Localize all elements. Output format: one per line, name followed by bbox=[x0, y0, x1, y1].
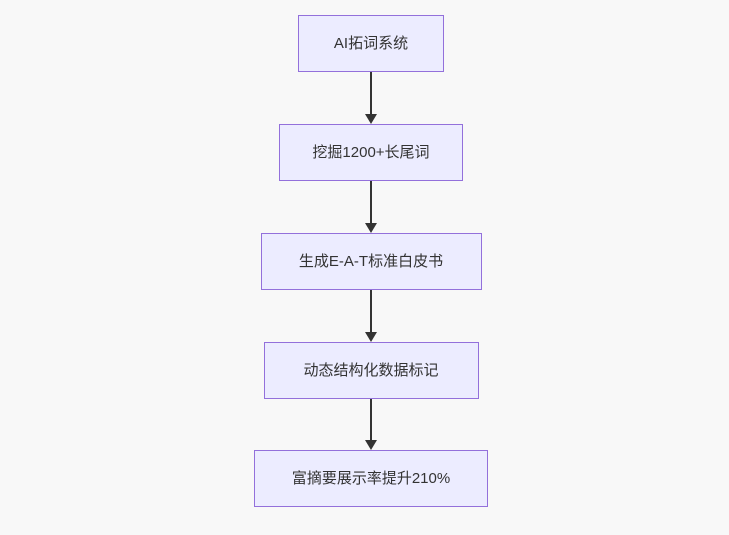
flow-node-ai-keyword-system: AI拓词系统 bbox=[298, 15, 444, 72]
flow-node-longtail-mining: 挖掘1200+长尾词 bbox=[279, 124, 463, 181]
flow-arrow-down-4 bbox=[365, 399, 377, 450]
flow-node-label: 富摘要展示率提升210% bbox=[291, 469, 451, 487]
flow-node-label: 生成E-A-T标准白皮书 bbox=[298, 252, 444, 270]
flow-node-rich-snippet-lift: 富摘要展示率提升210% bbox=[254, 450, 488, 507]
flow-arrow-down-1 bbox=[365, 72, 377, 124]
flow-arrow-down-2 bbox=[365, 181, 377, 233]
flow-node-label: 挖掘1200+长尾词 bbox=[312, 143, 430, 161]
flow-node-label: AI拓词系统 bbox=[333, 34, 409, 52]
flow-node-label: 动态结构化数据标记 bbox=[303, 361, 439, 379]
flow-node-structured-data-markup: 动态结构化数据标记 bbox=[263, 342, 479, 399]
flow-arrow-down-3 bbox=[365, 290, 377, 342]
flow-node-eat-whitepaper: 生成E-A-T标准白皮书 bbox=[260, 233, 482, 290]
